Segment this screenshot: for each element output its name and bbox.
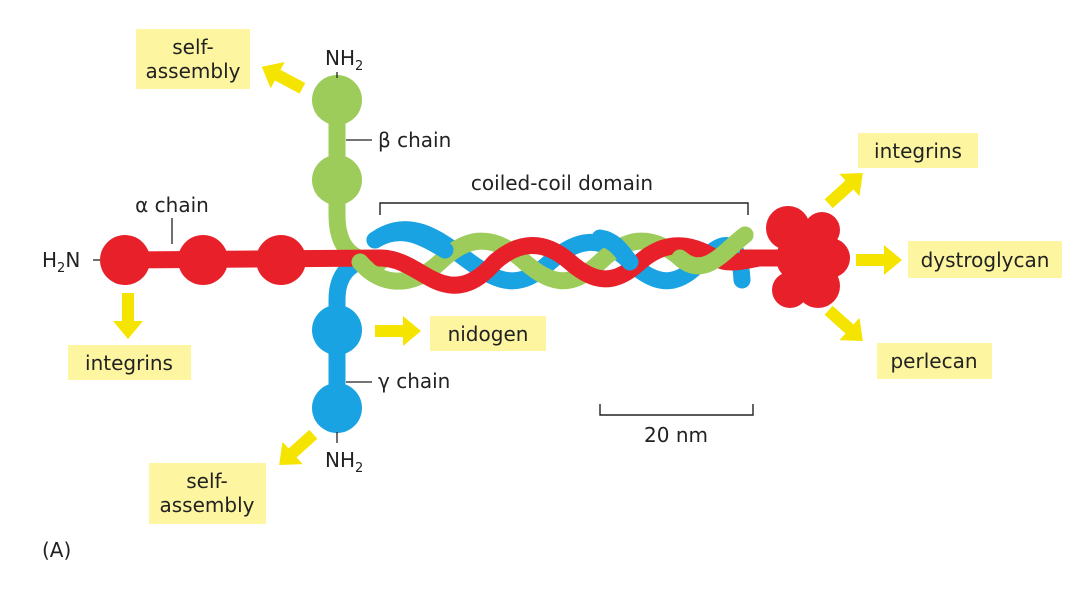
h2n-label: H2N bbox=[42, 248, 80, 276]
nh2-bottom-label: NH2 bbox=[325, 448, 363, 476]
nidogen-label: nidogen bbox=[448, 322, 529, 346]
integrins-right-label: integrins bbox=[874, 139, 962, 163]
alpha-domain-3 bbox=[256, 235, 306, 285]
scale-bar bbox=[599, 404, 754, 416]
beta-chain-label: β chain bbox=[378, 128, 451, 152]
label-box-self-assembly-top: self- assembly bbox=[136, 29, 250, 89]
panel-label: (A) bbox=[42, 538, 71, 562]
label-box-self-assembly-bottom: self- assembly bbox=[149, 463, 266, 524]
label-box-perlecan: perlecan bbox=[877, 343, 992, 379]
self-assembly-bottom-line1: self- bbox=[186, 469, 227, 493]
beta-domain-1 bbox=[312, 75, 362, 125]
alpha-chain-arm bbox=[100, 235, 389, 285]
label-box-integrins-left: integrins bbox=[68, 345, 191, 380]
alpha-chain-label: α chain bbox=[135, 193, 209, 217]
self-assembly-top-line2: assembly bbox=[146, 59, 241, 83]
gamma-domain-2 bbox=[312, 383, 362, 433]
arrow-self-assembly-bottom bbox=[279, 429, 318, 466]
self-assembly-top-line1: self- bbox=[172, 35, 213, 59]
beta-domain-2 bbox=[312, 155, 362, 205]
arrow-nidogen bbox=[375, 316, 421, 346]
dystroglycan-label: dystroglycan bbox=[921, 248, 1050, 272]
coiled-coil-bracket bbox=[379, 202, 749, 215]
integrins-left-label: integrins bbox=[85, 351, 173, 375]
coiled-coil-helix bbox=[351, 221, 769, 294]
arrow-perlecan bbox=[824, 305, 863, 342]
arrow-dystroglycan bbox=[856, 245, 902, 275]
label-box-integrins-right: integrins bbox=[858, 133, 978, 168]
binding-arrows bbox=[113, 61, 902, 466]
alpha-g-domains bbox=[740, 206, 850, 308]
nh2-top-label: NH2 bbox=[325, 46, 363, 74]
arrow-self-assembly-top bbox=[261, 61, 306, 94]
arrow-integrins-left bbox=[113, 293, 143, 339]
gamma-domain-1 bbox=[312, 305, 362, 355]
arrow-integrins-right bbox=[824, 172, 863, 209]
gamma-chain-label: γ chain bbox=[378, 369, 450, 393]
label-box-dystroglycan: dystroglycan bbox=[908, 241, 1062, 278]
scale-label: 20 nm bbox=[644, 423, 708, 447]
perlecan-label: perlecan bbox=[890, 349, 977, 373]
gamma-chain bbox=[312, 249, 384, 433]
self-assembly-bottom-line2: assembly bbox=[160, 493, 255, 517]
coiled-coil-label: coiled-coil domain bbox=[471, 171, 653, 195]
alpha-domain-1 bbox=[100, 235, 150, 285]
leader-lines bbox=[93, 72, 372, 443]
alpha-domain-2 bbox=[178, 235, 228, 285]
label-box-nidogen: nidogen bbox=[430, 316, 546, 351]
